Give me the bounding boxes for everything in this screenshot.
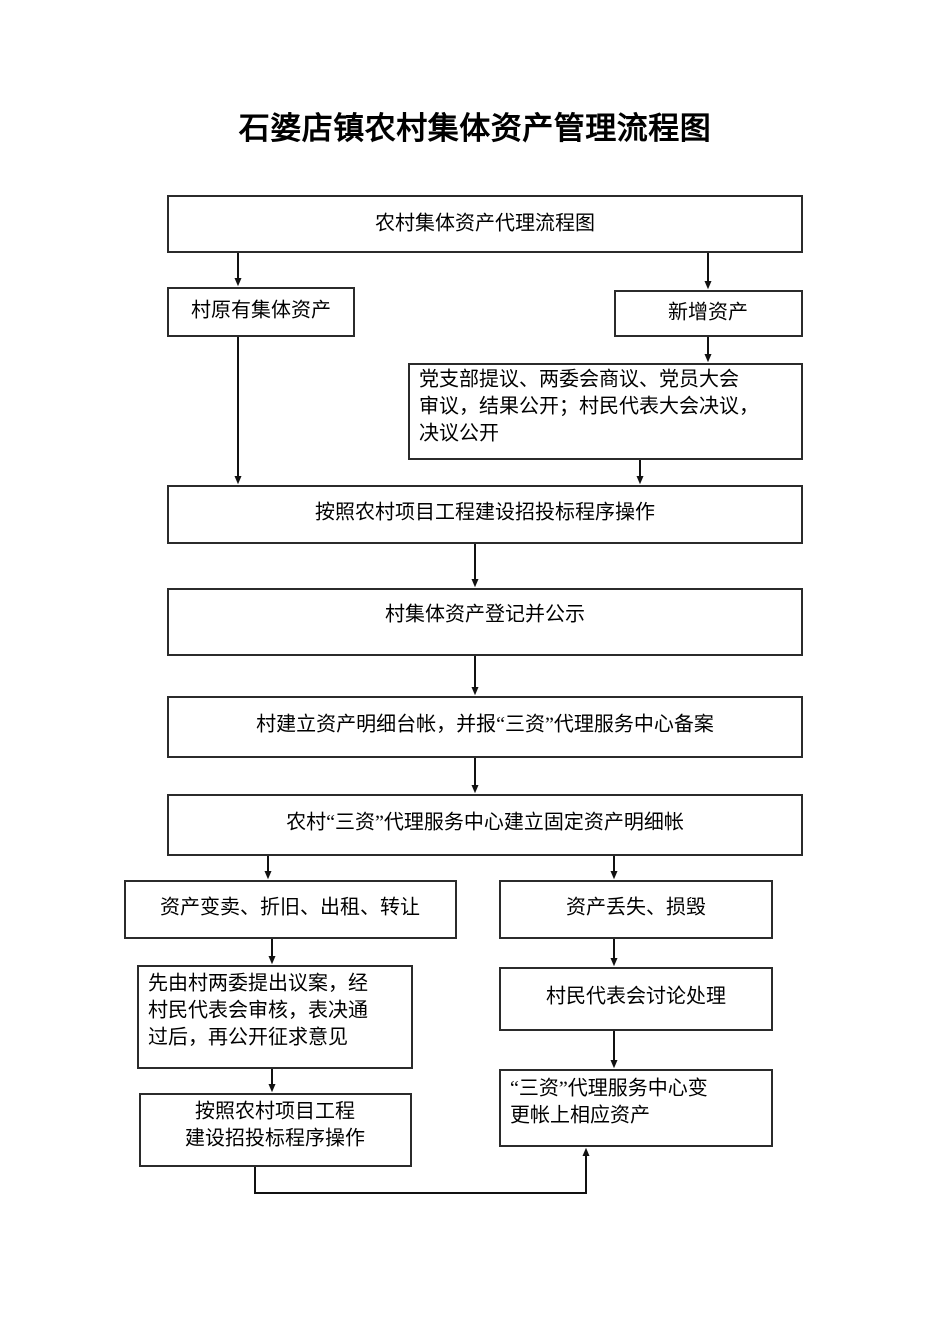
node-agency-flowchart-title: 农村集体资产代理流程图 [167, 195, 803, 253]
node-label-line2: 村民代表会审核，表决通 [148, 999, 368, 1022]
connector-layer [234, 252, 712, 1194]
node-bidding-procedure: 按照农村项目工程建设招投标程序操作 [167, 485, 803, 544]
node-label-line2: 审议，结果公开；村民代表大会决议， [419, 395, 759, 418]
node-villager-representative-discussion: 村民代表会讨论处理 [499, 967, 773, 1031]
node-asset-loss-damage: 资产丢失、损毁 [499, 880, 773, 939]
node-label-line1: 先由村两委提出议案，经 [148, 972, 368, 995]
node-bidding-procedure-secondary: 按照农村项目工程 建设招投标程序操作 [139, 1093, 412, 1167]
node-village-existing-assets: 村原有集体资产 [167, 287, 355, 337]
node-label: 农村“三资”代理服务中心建立固定资产明细帐 [286, 811, 684, 834]
node-label-line3: 决议公开 [419, 422, 499, 445]
node-label: 村民代表会讨论处理 [546, 985, 726, 1008]
node-label: 按照农村项目工程建设招投标程序操作 [315, 501, 655, 524]
node-village-committee-proposal-review: 先由村两委提出议案，经 村民代表会审核，表决通 过后，再公开征求意见 [137, 965, 413, 1069]
node-label: 资产变卖、折旧、出租、转让 [160, 896, 420, 919]
node-label: 村集体资产登记并公示 [385, 603, 585, 626]
node-layer: 农村集体资产代理流程图 村原有集体资产 新增资产 党支部提议、两委会商议、党员大… [124, 195, 803, 1167]
node-label-line3: 过后，再公开征求意见 [148, 1026, 348, 1049]
node-label: 资产丢失、损毁 [566, 896, 706, 919]
node-asset-registration-publicity: 村集体资产登记并公示 [167, 588, 803, 656]
node-label: 村原有集体资产 [191, 299, 331, 322]
node-label-line1: “三资”代理服务中心变 [510, 1077, 708, 1100]
node-label: 农村集体资产代理流程图 [375, 212, 595, 235]
edge-n13-to-n14-feedback [254, 1147, 590, 1194]
node-label: 新增资产 [668, 301, 748, 324]
node-service-center-update-ledger: “三资”代理服务中心变 更帐上相应资产 [499, 1069, 773, 1147]
node-asset-sale-depreciation-lease-transfer: 资产变卖、折旧、出租、转让 [124, 880, 457, 939]
node-label-line1: 党支部提议、两委会商议、党员大会 [419, 368, 739, 391]
node-label-line1: 按照农村项目工程 [195, 1100, 355, 1123]
node-newly-added-assets: 新增资产 [614, 290, 803, 337]
node-label-line2: 更帐上相应资产 [510, 1104, 650, 1127]
node-service-center-fixed-asset-ledger: 农村“三资”代理服务中心建立固定资产明细帐 [167, 794, 803, 856]
node-label: 村建立资产明细台帐，并报“三资”代理服务中心备案 [256, 713, 714, 736]
node-party-branch-deliberation: 党支部提议、两委会商议、党员大会 审议，结果公开；村民代表大会决议， 决议公开 [408, 363, 803, 460]
node-label-line2: 建设招投标程序操作 [185, 1127, 365, 1150]
page-title: 石婆店镇农村集体资产管理流程图 [238, 111, 712, 146]
node-village-ledger-filing: 村建立资产明细台帐，并报“三资”代理服务中心备案 [167, 696, 803, 758]
